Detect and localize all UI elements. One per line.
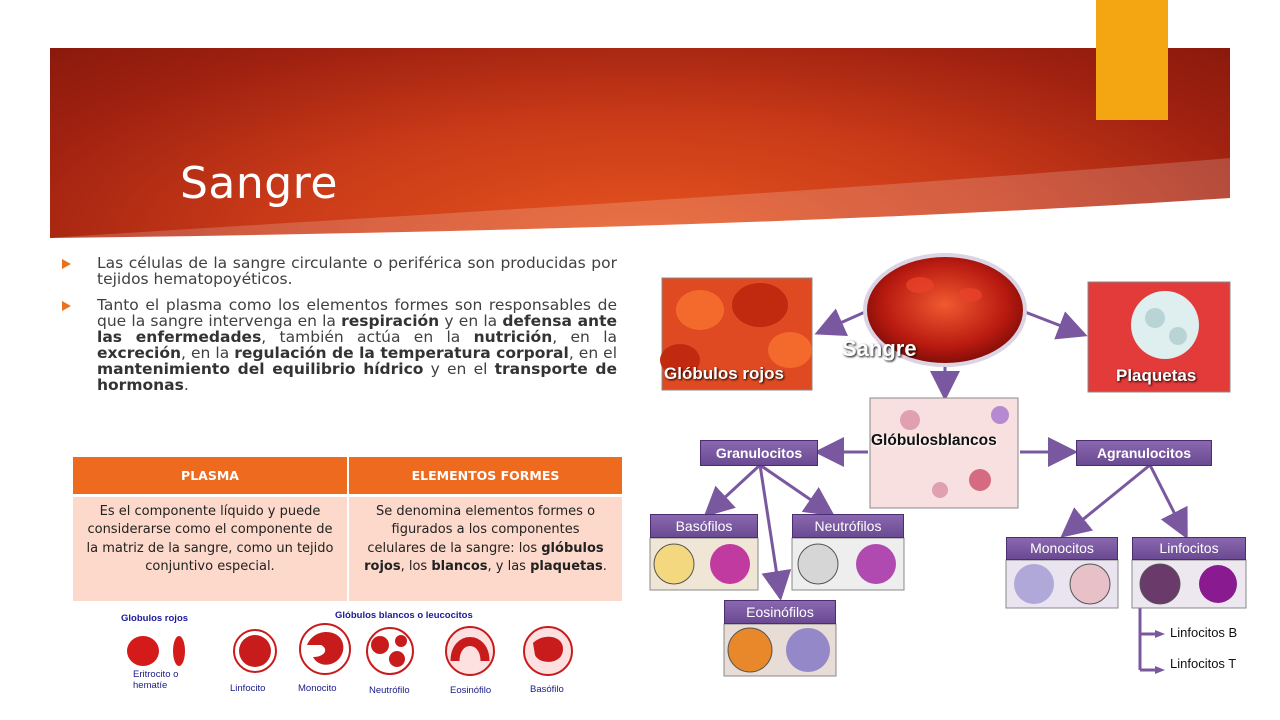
- bullet-arrow-icon: [62, 301, 71, 311]
- diagram-red-label: Glóbulos rojos: [664, 364, 784, 383]
- slide-title: Sangre: [180, 158, 338, 209]
- linfocitos-t-label: Linfocitos T: [1170, 656, 1237, 671]
- label-eosinofilo: Eosinófilo: [450, 685, 492, 696]
- neutrofilos-box: Neutrófilos: [792, 514, 904, 538]
- sangre-image: [863, 253, 1027, 367]
- table-cell-plasma: Es el componente líquido y puede conside…: [73, 495, 349, 601]
- table-header-formes: ELEMENTOS FORMES: [348, 457, 624, 497]
- accent-bar: [1096, 0, 1168, 120]
- diagram-platelets-label: Plaquetas: [1116, 366, 1197, 385]
- table-cell-formes: Se denomina elementos formes o figurados…: [348, 495, 624, 601]
- table-header-plasma: PLASMA: [73, 457, 349, 497]
- label-basofilo: Basófilo: [530, 684, 564, 695]
- diagram-center-label: Sangre: [842, 336, 917, 361]
- red-cells-heading: Globulos rojos: [121, 613, 189, 624]
- table-row: Es el componente líquido y puede conside…: [73, 495, 624, 601]
- blood-classification-diagram: Sangre Glóbulos rojos Plaquetas Glóbulos…: [640, 250, 1280, 720]
- title-banner: Sangre: [50, 48, 1230, 238]
- bullet-list: Las células de la sangre circulante o pe…: [62, 255, 617, 403]
- label-linfocito: Linfocito: [230, 683, 266, 694]
- bullet-item: Tanto el plasma como los elementos forme…: [62, 297, 617, 393]
- label-eritrocito: Eritrocito o hematíe: [133, 669, 179, 691]
- diagram-connectors: [649, 253, 1247, 677]
- blood-cells-illustration: Globulos rojos Glóbulos blancos o leucoc…: [115, 605, 615, 715]
- label-neutrofilo: Neutrófilo: [369, 685, 410, 696]
- bullet-text: Las células de la sangre circulante o pe…: [97, 254, 617, 288]
- monocitos-box: Monocitos: [1006, 537, 1118, 560]
- bullet-arrow-icon: [62, 259, 71, 269]
- plasma-formes-table: PLASMA ELEMENTOS FORMES Es el componente…: [73, 457, 624, 601]
- linfocitos-b-label: Linfocitos B: [1170, 625, 1238, 640]
- bullet-item: Las células de la sangre circulante o pe…: [62, 255, 617, 287]
- erythrocyte-shape: [127, 636, 159, 666]
- basofilos-box: Basófilos: [650, 514, 758, 538]
- eosinofilos-box: Eosinófilos: [724, 600, 836, 624]
- table-header-row: PLASMA ELEMENTOS FORMES: [73, 457, 624, 497]
- cells-drawing: [127, 623, 573, 676]
- agranulocitos-box: Agranulocitos: [1076, 440, 1212, 466]
- erythrocyte-side-shape: [173, 636, 185, 666]
- granulocitos-box: Granulocitos: [700, 440, 818, 466]
- label-monocito: Monocito: [298, 683, 337, 694]
- banner-curve-decoration: [50, 158, 1230, 238]
- white-cells-heading: Glóbulos blancos o leucocitos: [335, 610, 473, 621]
- bullet-text: Tanto el plasma como los elementos forme…: [97, 296, 618, 394]
- diagram-white-label: Glóbulosblancos: [871, 432, 997, 449]
- linfocitos-box: Linfocitos: [1132, 537, 1246, 560]
